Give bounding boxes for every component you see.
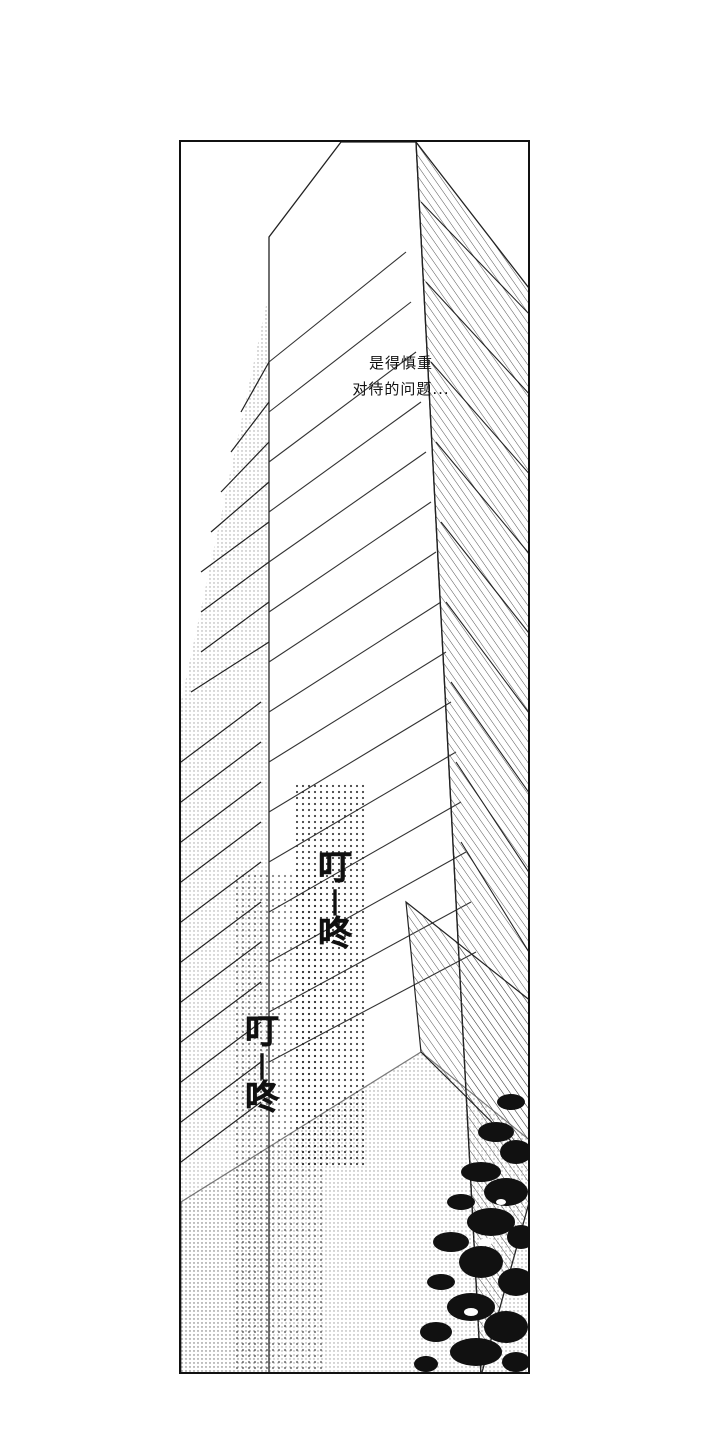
skyscraper-illustration xyxy=(181,142,528,1372)
sfx-lower-char-1: 叮 xyxy=(245,1012,280,1053)
sfx-lower-char-2: 咚 xyxy=(245,1078,280,1119)
caption-line-2: 对待的问题... xyxy=(352,380,450,398)
sound-effect-upper: 叮 | 咚 xyxy=(305,848,365,955)
screentone-lower xyxy=(236,872,326,1372)
sfx-upper-char-1: 叮 xyxy=(318,848,353,889)
tower-right-floors xyxy=(420,201,528,952)
narration-caption: 是得慎重 对待的问题... xyxy=(331,350,471,402)
sfx-upper-dash: | xyxy=(330,886,340,916)
sfx-lower-dash: | xyxy=(257,1050,267,1080)
foliage xyxy=(414,1094,528,1372)
caption-line-1: 是得慎重 xyxy=(368,354,433,372)
manga-panel xyxy=(179,140,530,1374)
lower-building-side xyxy=(405,900,528,1159)
sfx-upper-char-2: 咚 xyxy=(318,914,353,955)
foliage-highlights xyxy=(464,1199,506,1316)
sound-effect-lower: 叮 | 咚 xyxy=(232,1012,292,1119)
